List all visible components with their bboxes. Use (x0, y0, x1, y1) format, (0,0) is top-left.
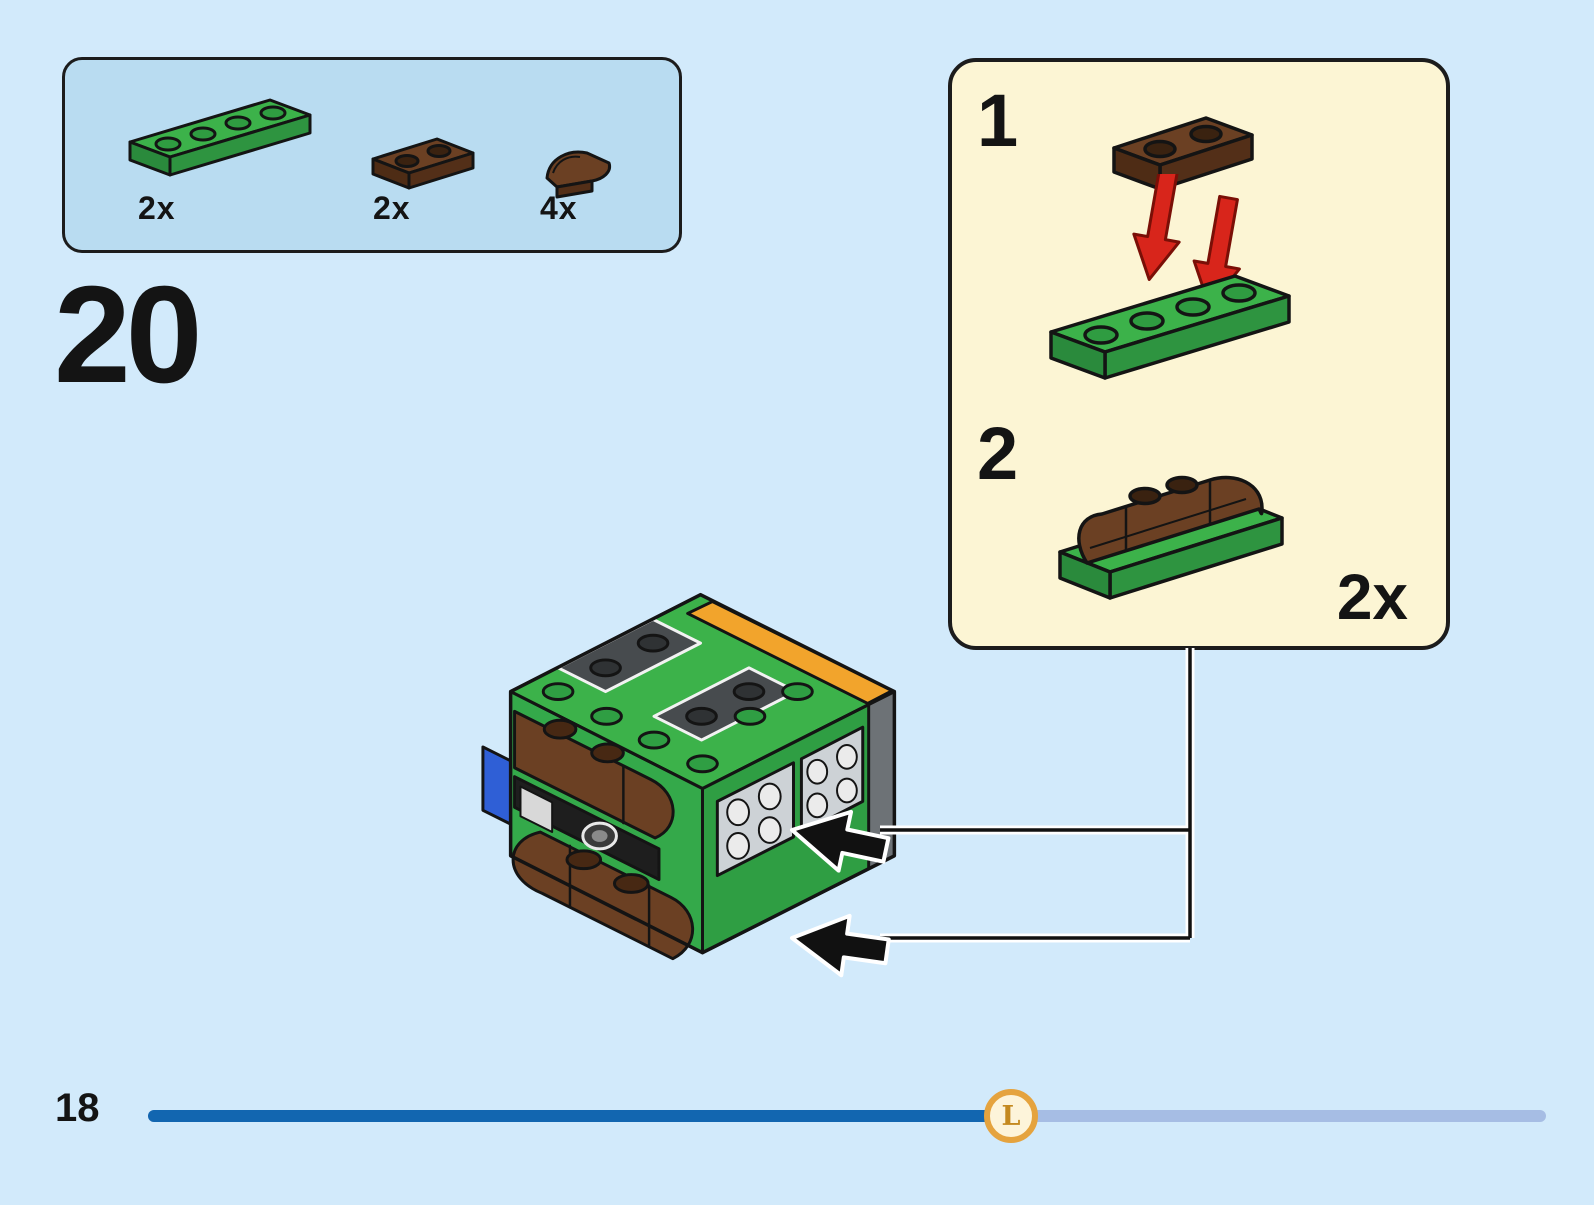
green-1x4-plate-icon (128, 98, 312, 177)
dark-strip (513, 775, 661, 882)
progress-bar-fill (148, 1110, 1006, 1122)
subassembly-callout-box: 1 2 (948, 58, 1450, 650)
callout-quantity-label: 2x (1336, 561, 1408, 633)
lego-badge-icon: L (984, 1089, 1038, 1143)
brown-flipper-upper (513, 709, 675, 840)
step-number: 20 (54, 258, 202, 412)
part-count-green-plate: 2x (138, 190, 176, 226)
top-studs (541, 682, 814, 774)
substep-1-label: 1 (977, 79, 1019, 162)
model-illustration (481, 592, 897, 961)
page-number: 18 (55, 1086, 100, 1130)
brown-curved-slope-icon (545, 150, 612, 199)
badge-letter: L (1001, 1100, 1021, 1132)
right-edge-strip (867, 690, 896, 871)
callout-assembled-piece-icon (1058, 475, 1284, 600)
gray-plate-back (556, 617, 703, 694)
part-count-brown-plate: 2x (373, 190, 411, 226)
part-count-curved-slope: 4x (540, 190, 578, 226)
callout-green-1x4-plate-icon (1049, 274, 1291, 380)
parts-callout-box: 2x 2x 4x (62, 57, 682, 253)
substep-2-label: 2 (977, 412, 1019, 495)
brown-1x2-plate-icon (371, 137, 475, 190)
